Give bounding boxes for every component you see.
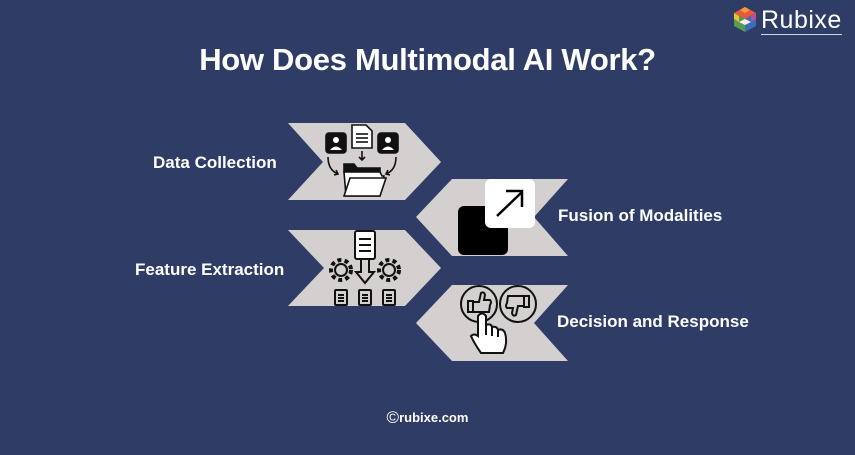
chevron-fusion-of-modalities: [416, 179, 568, 256]
rubik-cube-logo-icon: [734, 7, 756, 32]
thumbs-up-down-hand-icon: [460, 285, 537, 354]
rubixe-logo: Rubixe: [732, 4, 842, 36]
step-label-decision-and-response: Decision and Response: [557, 312, 749, 331]
chevron-decision-and-response: [416, 285, 568, 361]
footer-copyright: ©rubixe.com: [0, 408, 855, 428]
logo-wordmark: Rubixe: [761, 5, 842, 35]
feature-extraction-gears-icon: [329, 230, 401, 306]
chevron-data-collection: [288, 123, 441, 200]
footer-site: rubixe.com: [399, 410, 469, 425]
copyright-icon: ©: [386, 408, 400, 427]
fusion-squares-arrow-icon: [458, 179, 535, 255]
step-label-data-collection: Data Collection: [153, 153, 277, 172]
step-label-feature-extraction: Feature Extraction: [135, 260, 285, 279]
data-collection-icon: [325, 124, 399, 197]
step-label-fusion-of-modalities: Fusion of Modalities: [558, 206, 723, 225]
page-title: How Does Multimodal AI Work?: [199, 42, 656, 77]
chevron-feature-extraction: [288, 230, 441, 306]
